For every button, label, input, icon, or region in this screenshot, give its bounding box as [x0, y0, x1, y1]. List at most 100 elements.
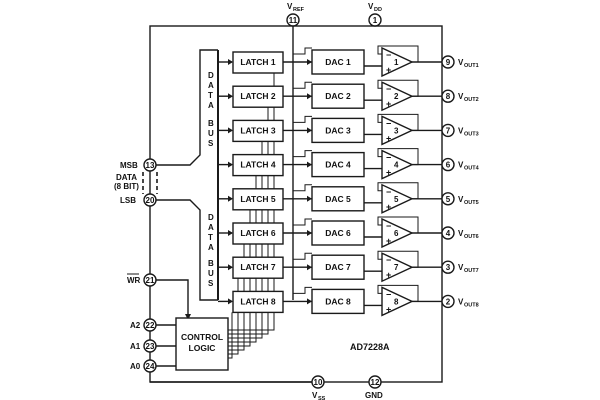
vref-tap — [293, 150, 312, 158]
dac-label: DAC 3 — [325, 125, 351, 135]
pin-label: A0 — [130, 362, 141, 371]
vref-tap — [293, 47, 312, 55]
amp-plus: + — [386, 168, 391, 178]
op-amp — [381, 286, 414, 317]
control-line-7 — [228, 278, 239, 355]
pin-number: 5 — [446, 195, 451, 204]
amp-number: 5 — [394, 195, 399, 204]
vref-tap — [293, 184, 312, 192]
op-amp — [381, 183, 414, 214]
svg-text:T: T — [208, 91, 213, 100]
control-line-2 — [228, 107, 269, 335]
op-amp — [381, 252, 414, 283]
control-logic-block: CONTROL LOGIC — [175, 317, 229, 371]
pin-sublabel: OUT7 — [464, 268, 479, 274]
pin-number: 22 — [146, 321, 155, 330]
pin-label: V — [458, 229, 464, 238]
vref-tap — [293, 81, 312, 89]
dac-label: DAC 5 — [325, 194, 351, 204]
pin-label: V — [458, 195, 464, 204]
amp-minus: − — [386, 187, 391, 197]
dac-box — [311, 117, 365, 144]
latch-label: LATCH 7 — [240, 262, 276, 272]
dac-label: DAC 4 — [325, 160, 351, 170]
vref-tap — [293, 286, 312, 294]
pin-lsb: 20 LSB — [120, 193, 157, 207]
pin-label: V — [458, 126, 464, 135]
pin-vref: 11 V REF — [286, 2, 305, 300]
pin-label: V — [312, 391, 318, 400]
svg-text:U: U — [208, 129, 214, 138]
pin-number: 2 — [446, 297, 451, 306]
svg-text:B: B — [208, 119, 214, 128]
dac-label: DAC 2 — [325, 91, 351, 101]
pin-sublabel: OUT2 — [464, 97, 479, 103]
latch-label: LATCH 2 — [240, 91, 276, 101]
vref-tap — [293, 218, 312, 226]
pin-number: 4 — [446, 229, 451, 238]
pin-label: MSB — [120, 161, 138, 170]
wr-arrow — [185, 314, 191, 320]
lsb-wire — [156, 199, 218, 301]
amp-number: 7 — [394, 263, 399, 272]
latch-label: LATCH 6 — [240, 228, 276, 238]
pin-number: 24 — [146, 362, 155, 371]
amp-plus: + — [386, 236, 391, 246]
op-amp — [381, 46, 414, 78]
pin-number: 23 — [146, 342, 155, 351]
dac-label: DAC 6 — [325, 228, 351, 238]
pin-label: V — [368, 2, 374, 11]
pin-label: V — [458, 161, 464, 170]
amp-plus: + — [386, 270, 391, 280]
amp-minus: − — [386, 289, 391, 299]
amp-number: 4 — [394, 161, 399, 170]
pin-a2: 22 A2 — [130, 318, 157, 332]
dac-arrow — [307, 298, 312, 305]
pin-label: V — [458, 297, 464, 306]
part-name: AD7228A — [350, 342, 390, 352]
pin-number: 9 — [446, 58, 451, 67]
dac-box — [311, 288, 365, 315]
pin-a0: 24 A0 — [130, 359, 157, 373]
control-line-8 — [228, 312, 233, 359]
bus-arrow — [228, 161, 233, 168]
amp-number: 1 — [394, 58, 399, 67]
dac-arrow — [307, 161, 312, 168]
pin-gnd: 12 GND — [365, 375, 383, 400]
pin-sublabel: OUT5 — [464, 200, 479, 206]
amp-plus: + — [386, 99, 391, 109]
latch-label: LATCH 8 — [240, 296, 276, 306]
bus-arrow — [228, 59, 233, 65]
amp-plus: + — [386, 304, 391, 314]
dac-box — [311, 49, 365, 75]
op-amp — [381, 217, 414, 249]
dac-label: DAC 8 — [325, 296, 351, 306]
latch-label: LATCH 1 — [240, 57, 276, 67]
pin-number: 1 — [373, 16, 378, 25]
pin-sublabel: OUT4 — [464, 166, 480, 172]
data-bus-lower-label: D A T A B U S — [208, 213, 214, 288]
latch-label: LATCH 3 — [240, 125, 276, 135]
amp-number: 2 — [394, 92, 399, 101]
svg-text:A: A — [208, 243, 214, 252]
svg-text:B: B — [208, 259, 214, 268]
pin-label: GND — [365, 391, 383, 400]
pin-sublabel: OUT3 — [464, 131, 479, 137]
pin-number: 11 — [289, 16, 298, 25]
pin-label: V — [287, 2, 293, 11]
control-line-5 — [228, 209, 251, 347]
svg-text:LOGIC: LOGIC — [189, 343, 216, 353]
vref-tap — [293, 115, 312, 123]
pin-label: V — [458, 263, 464, 272]
data-width-label: (8 BIT) — [114, 182, 139, 191]
